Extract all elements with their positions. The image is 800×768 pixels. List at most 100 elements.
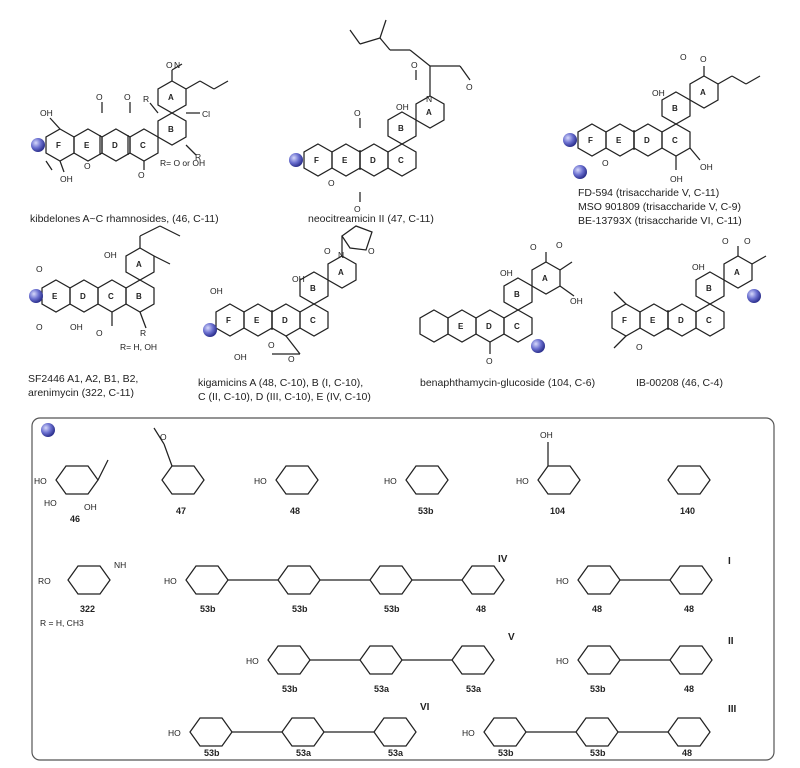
atom-oh: OH: [84, 502, 97, 512]
sugar-label-48: 48: [290, 506, 300, 516]
svg-text:A: A: [542, 274, 548, 283]
atom-nh: NH: [114, 560, 126, 570]
caption-mso: MSO 901809 (trisaccharide V, C-9): [578, 201, 741, 213]
atom-ho: HO: [168, 728, 181, 738]
svg-text:C: C: [672, 136, 678, 145]
atom-cl: Cl: [202, 109, 210, 119]
sugar-label-53b: 53b: [282, 684, 298, 694]
atom-o: O: [328, 178, 335, 188]
oligo-label-ii: II: [728, 636, 734, 647]
sugar-label-104: 104: [550, 506, 565, 516]
atom-oh: OH: [670, 174, 683, 184]
atom-oh: OH: [210, 286, 223, 296]
sugar-row-4: HO 53b 53a 53a VI HO 53b 53b 48 III: [168, 702, 737, 758]
atom-ho: HO: [516, 476, 529, 486]
caption-fd594: FD-594 (trisaccharide V, C-11): [578, 187, 719, 199]
atom-o: O: [636, 342, 643, 352]
atom-n: N: [338, 250, 344, 260]
caption-be: BE-13793X (trisaccharide VI, C-11): [578, 215, 742, 227]
svg-text:F: F: [226, 316, 231, 325]
atom-ho: HO: [34, 476, 47, 486]
atom-oh: OH: [396, 102, 409, 112]
atom-oh: OH: [292, 274, 305, 284]
atom-n: N: [426, 94, 432, 104]
atom-o: O: [744, 236, 751, 246]
svg-text:E: E: [342, 156, 348, 165]
atom-r: R: [140, 328, 146, 338]
atom-o: O: [486, 356, 493, 366]
atom-oh: OH: [234, 352, 247, 362]
caption-kigamicin-1: kigamicins A (48, C-10), B (I, C-10),: [198, 377, 363, 389]
svg-text:E: E: [458, 322, 464, 331]
oligo-label-iv: IV: [498, 554, 508, 565]
sugar-label-140: 140: [680, 506, 695, 516]
sugar-label-53a: 53a: [466, 684, 482, 694]
svg-text:C: C: [398, 156, 404, 165]
oligo-label-vi: VI: [420, 702, 430, 713]
atom-o: O: [602, 158, 609, 168]
atom-o: O: [466, 82, 473, 92]
svg-text:D: D: [486, 322, 492, 331]
svg-text:A: A: [700, 88, 706, 97]
atom-o: O: [411, 60, 418, 70]
atom-o: O: [96, 328, 103, 338]
atom-oh: OH: [70, 322, 83, 332]
sugar-row-1: HO HO OH 46 O 47 HO 48 HO 53b OH HO 104: [34, 427, 711, 524]
atom-o: O: [530, 242, 537, 252]
svg-text:C: C: [514, 322, 520, 331]
atom-ho: HO: [384, 476, 397, 486]
svg-text:E: E: [650, 316, 656, 325]
sugar-label-322: 322: [80, 604, 95, 614]
caption-sf2446: SF2446 A1, A2, B1, B2,: [28, 373, 138, 385]
caption-arenimycin: arenimycin (322, C-11): [28, 387, 134, 399]
caption-kigamicin-2: C (II, C-10), D (III, C-10), E (IV, C-10…: [198, 391, 371, 403]
atom-o: O: [368, 246, 375, 256]
atom-o: O: [288, 354, 295, 364]
svg-text:D: D: [370, 156, 376, 165]
svg-text:E: E: [52, 292, 58, 301]
sugar-row-2: RO NH 322 R = H, CH3 HO 53b 53b 53b 48 I…: [38, 554, 731, 628]
atom-o: O: [354, 204, 361, 214]
svg-text:C: C: [706, 316, 712, 325]
atom-o: O: [124, 92, 131, 102]
sugar-label-53b: 53b: [292, 604, 308, 614]
sugar-label-53b: 53b: [590, 748, 606, 758]
sugar-label-48: 48: [682, 748, 692, 758]
atom-oh: OH: [500, 268, 513, 278]
atom-o: O: [324, 246, 331, 256]
atom-o: O: [36, 322, 43, 332]
note-r2: R= H, OH: [120, 342, 157, 352]
sugar-label-48: 48: [684, 604, 694, 614]
atom-oh: OH: [60, 174, 73, 184]
svg-text:E: E: [616, 136, 622, 145]
svg-text:B: B: [672, 104, 678, 113]
sugar-label-53b: 53b: [498, 748, 514, 758]
svg-text:B: B: [310, 284, 316, 293]
sugar-label-48: 48: [476, 604, 486, 614]
sugar-label-53b: 53b: [204, 748, 220, 758]
sugar-label-53b: 53b: [200, 604, 216, 614]
oligo-label-v: V: [508, 632, 515, 643]
atom-oh: OH: [104, 250, 117, 260]
atom-o: O: [722, 236, 729, 246]
sugar-label-53b: 53b: [590, 684, 606, 694]
svg-text:A: A: [426, 108, 432, 117]
atom-o: O: [166, 60, 173, 70]
sugar-label-53a: 53a: [374, 684, 390, 694]
atom-r: R: [195, 152, 201, 162]
svg-text:B: B: [168, 125, 174, 134]
sugar-label-53b: 53b: [384, 604, 400, 614]
atom-o: O: [138, 170, 145, 180]
caption-benaphthamycin: benaphthamycin-glucoside (104, C-6): [420, 377, 595, 389]
svg-text:A: A: [338, 268, 344, 277]
svg-text:A: A: [734, 268, 740, 277]
svg-text:B: B: [136, 292, 142, 301]
sugar-label-47: 47: [176, 506, 186, 516]
svg-text:D: D: [644, 136, 650, 145]
atom-oh: OH: [570, 296, 583, 306]
svg-text:D: D: [282, 316, 288, 325]
